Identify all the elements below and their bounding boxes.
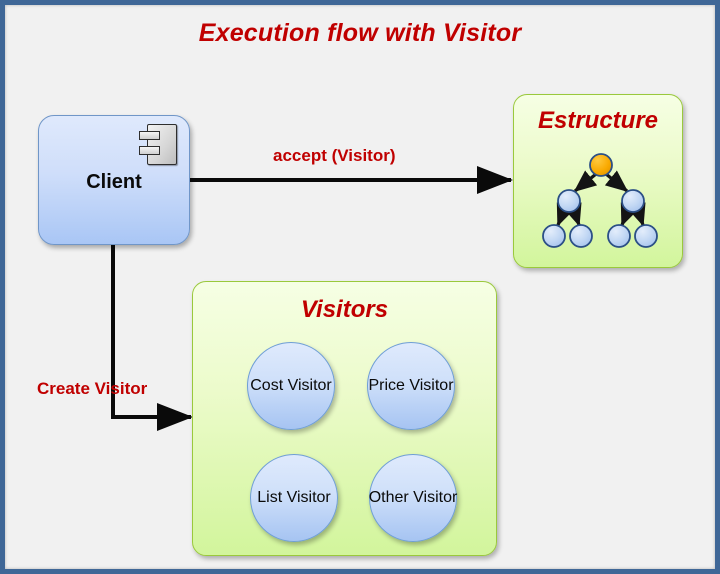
tree-node-leaf-3 — [607, 224, 631, 248]
create-visitor-arrow-label: Create Visitor — [37, 379, 148, 398]
tree-edges — [556, 170, 646, 227]
visitor-circle-cost[interactable]: Cost Visitor — [247, 342, 335, 430]
uml-component-icon — [139, 124, 177, 165]
visitor-circle-price[interactable]: Price Visitor — [367, 342, 455, 430]
tree-node-leaf-4 — [634, 224, 658, 248]
tree-node-mid-left — [557, 189, 581, 213]
tree-node-leaf-1 — [542, 224, 566, 248]
visitor-circle-other[interactable]: Other Visitor — [369, 454, 457, 542]
visitor-label: Cost Visitor — [250, 377, 332, 394]
tree-node-root — [589, 153, 613, 177]
visitors-box[interactable]: Visitors Cost Visitor Price Visitor List… — [192, 281, 497, 556]
visitor-label: List Visitor — [257, 489, 331, 506]
tree-node-mid-right — [621, 189, 645, 213]
page-title: Execution flow with Visitor — [198, 19, 522, 47]
estructure-box[interactable]: Estructure — [513, 94, 683, 268]
component-icon-tab-bottom — [139, 146, 160, 155]
client-box[interactable]: Client — [38, 115, 190, 245]
component-icon-tab-top — [139, 131, 160, 140]
component-icon-body — [147, 124, 177, 165]
visitors-title: Visitors — [300, 296, 389, 323]
estructure-tree — [542, 153, 658, 248]
client-label: Client — [86, 171, 142, 193]
visitor-circle-list[interactable]: List Visitor — [250, 454, 338, 542]
visitor-label: Price Visitor — [368, 377, 454, 394]
estructure-title: Estructure — [537, 107, 659, 134]
accept-arrow-label: accept (Visitor) — [273, 146, 396, 165]
tree-nodes — [542, 153, 658, 248]
tree-node-leaf-2 — [569, 224, 593, 248]
visitor-label: Other Visitor — [368, 489, 458, 506]
